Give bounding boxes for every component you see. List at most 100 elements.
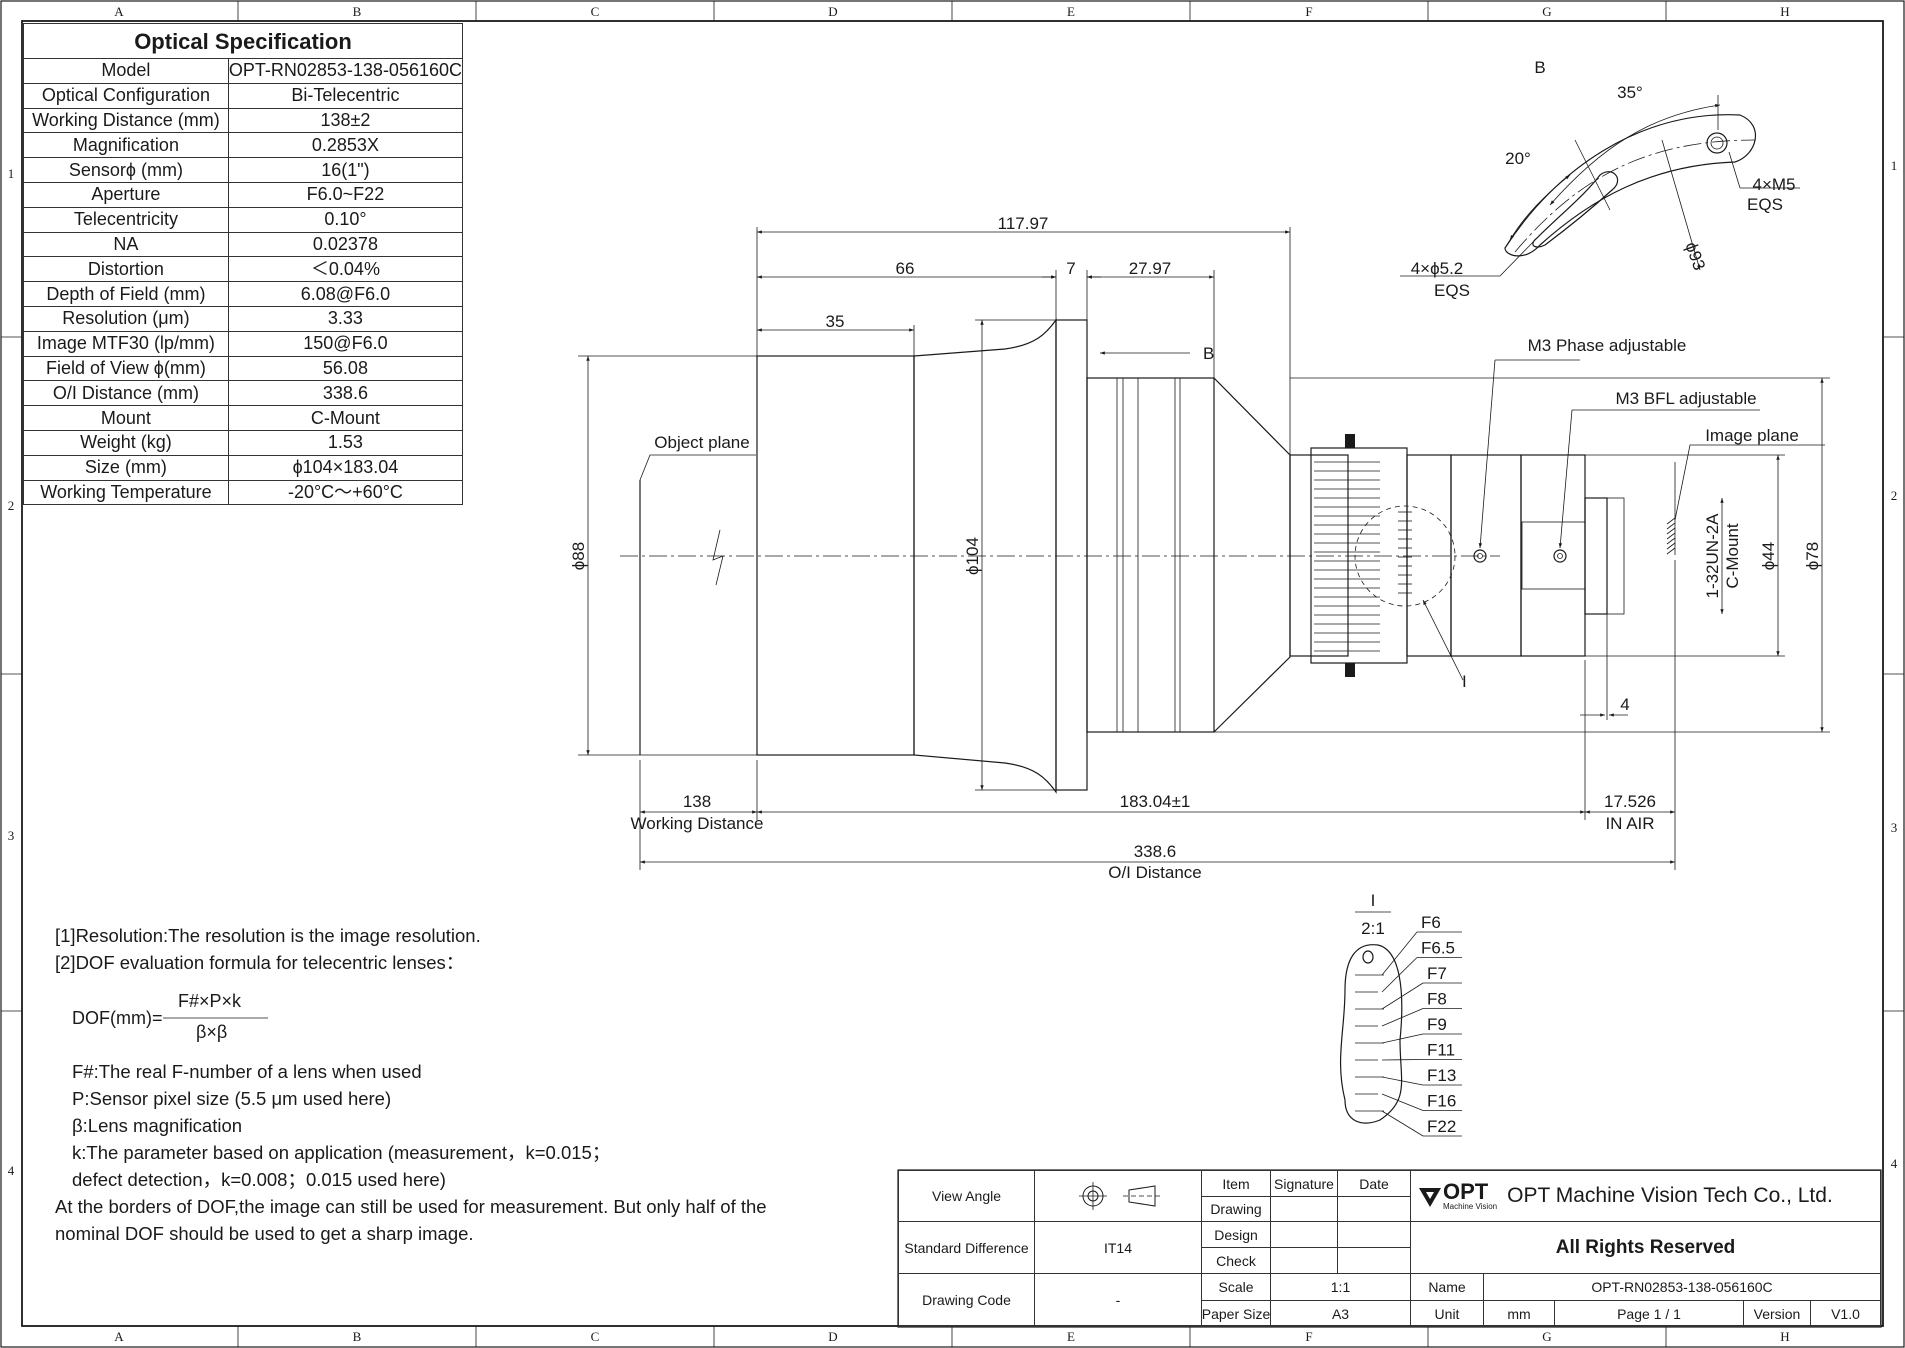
spec-value: 0.2853X — [227, 132, 464, 159]
tb-unit-label: Unit — [1410, 1300, 1484, 1327]
opt-logo-icon — [1419, 1188, 1441, 1207]
angle-35: 35° — [1617, 83, 1643, 102]
dimensions: 117.97 66 7 27.97 35 B Object plane M3 P… — [569, 214, 1830, 882]
dia-88: ϕ88 — [569, 542, 588, 570]
spec-row: Working Temperature-20°C～+60°C — [23, 479, 464, 506]
tb-scale-value: 1:1 — [1270, 1273, 1411, 1301]
object-plane-label: Object plane — [654, 433, 749, 452]
note-k-defect: defect detection，k=0.008；0.015 used here… — [72, 1169, 446, 1190]
col-label-c: C — [591, 4, 600, 19]
tb-version-value: V1.0 — [1810, 1300, 1881, 1327]
spec-label: Magnification — [23, 132, 229, 159]
angle-20: 20° — [1505, 149, 1531, 168]
col-label-d-bottom: D — [828, 1329, 837, 1344]
detail-i-scale: 2:1 — [1361, 919, 1385, 938]
dim-27-97: 27.97 — [1129, 259, 1172, 278]
spec-value: OPT-RN02853-138-056160C — [227, 58, 464, 84]
spec-value: Bi-Telecentric — [227, 82, 464, 109]
view-b-reference: B — [1203, 344, 1214, 363]
dim-35: 35 — [826, 312, 845, 331]
f-stop-leader — [1381, 982, 1424, 1010]
slots-label: 4×ϕ5.2 — [1411, 259, 1464, 278]
view-b: B 35° 20° 4×M5 EQS 4×ϕ5.2 EQS ϕ93 — [1400, 58, 1800, 300]
col-label-g-bottom: G — [1542, 1329, 1551, 1344]
tb-standard-difference: Standard Difference — [898, 1221, 1035, 1274]
spec-row: Resolution (μm)3.33 — [23, 305, 464, 332]
tb-paper-value: A3 — [1270, 1300, 1411, 1327]
spec-label: Field of View ϕ(mm) — [23, 355, 229, 382]
note-k-parameter: k:The parameter based on application (me… — [72, 1142, 611, 1163]
row-label-2: 2 — [8, 498, 15, 513]
tb-paper-size: Paper Size — [1201, 1300, 1271, 1327]
tb-version-label: Version — [1743, 1300, 1811, 1327]
spec-value: 0.10° — [227, 206, 464, 233]
front-taper — [913, 318, 1057, 794]
dim-4: 4 — [1620, 695, 1629, 714]
f-stop-label: F9 — [1427, 1015, 1447, 1034]
in-air-label: IN AIR — [1605, 814, 1654, 833]
title-block: View Angle Standard Difference IT14 Draw… — [898, 1170, 1881, 1327]
f-stop-label: F8 — [1427, 990, 1447, 1009]
note-half-dof: nominal DOF should be used to get a shar… — [55, 1223, 474, 1244]
f-stop-leader — [1381, 1059, 1424, 1061]
spec-value: ＜0.04% — [227, 256, 464, 283]
tb-date: Date — [1337, 1170, 1411, 1197]
tb-signature: Signature — [1270, 1170, 1338, 1197]
spec-value: 338.6 — [227, 380, 464, 407]
scale-ring — [1339, 944, 1403, 1124]
col-label-f-bottom: F — [1305, 1329, 1312, 1344]
spec-label: Mount — [23, 405, 229, 431]
tb-drawing-code-value: - — [1034, 1273, 1202, 1327]
spec-label: Working Distance (mm) — [23, 107, 229, 134]
f-stop-leader — [1381, 1008, 1424, 1027]
spec-label: Sensorϕ (mm) — [23, 157, 229, 183]
spec-label: NA — [23, 231, 229, 258]
dim-7: 7 — [1066, 259, 1075, 278]
dim-66: 66 — [896, 259, 915, 278]
note-magnification: β:Lens magnification — [72, 1115, 243, 1136]
f-stop-leader — [1381, 1093, 1424, 1111]
spec-label: Working Temperature — [23, 479, 229, 506]
spec-label: Weight (kg) — [23, 429, 229, 456]
dim-17-526: 17.526 — [1604, 792, 1656, 811]
image-plane-label: Image plane — [1705, 426, 1799, 445]
row-label-3: 3 — [8, 828, 15, 843]
spec-row: Depth of Field (mm)6.08@F6.0 — [23, 281, 464, 307]
m3-bfl-screw — [1553, 549, 1567, 563]
rear-taper — [1213, 377, 1291, 733]
slot — [1532, 171, 1619, 248]
row-label-1: 1 — [8, 166, 15, 181]
spec-value: 138±2 — [227, 107, 464, 134]
col-label-e-bottom: E — [1067, 1329, 1075, 1344]
dim-183-04: 183.04±1 — [1120, 792, 1191, 811]
row-label-1-right: 1 — [1891, 158, 1898, 173]
spec-label: Model — [23, 58, 229, 84]
dia-78: ϕ78 — [1803, 542, 1822, 570]
spec-value: F6.0~F22 — [227, 181, 464, 208]
note-fnumber: F#:The real F-number of a lens when used — [72, 1061, 422, 1082]
opt-logo-text: OPT — [1443, 1179, 1489, 1204]
col-label-f: F — [1305, 4, 1312, 19]
col-label-g: G — [1542, 4, 1551, 19]
mount-thread-label: 1-32UN-2A — [1703, 513, 1722, 599]
m3-phase-screw — [1473, 549, 1487, 563]
col-label-a-bottom: A — [114, 1329, 124, 1344]
spec-label: Optical Configuration — [23, 82, 229, 109]
spec-row: Field of View ϕ(mm)56.08 — [23, 355, 464, 382]
f-stop-leader — [1381, 1033, 1424, 1044]
tb-name-value: OPT-RN02853-138-056160C — [1483, 1273, 1881, 1301]
tb-projection-symbols — [1034, 1170, 1202, 1222]
opt-logo-subtext: Machine Vision — [1443, 1202, 1498, 1211]
spec-label: Telecentricity — [23, 206, 229, 233]
spec-value: 3.33 — [227, 305, 464, 332]
spec-value: 0.02378 — [227, 231, 464, 258]
projection-symbol-icon — [1079, 1182, 1161, 1210]
f-stop-leader — [1381, 957, 1418, 993]
spec-value: C-Mount — [227, 405, 464, 431]
spec-row: Sensorϕ (mm)16(1") — [23, 157, 464, 183]
